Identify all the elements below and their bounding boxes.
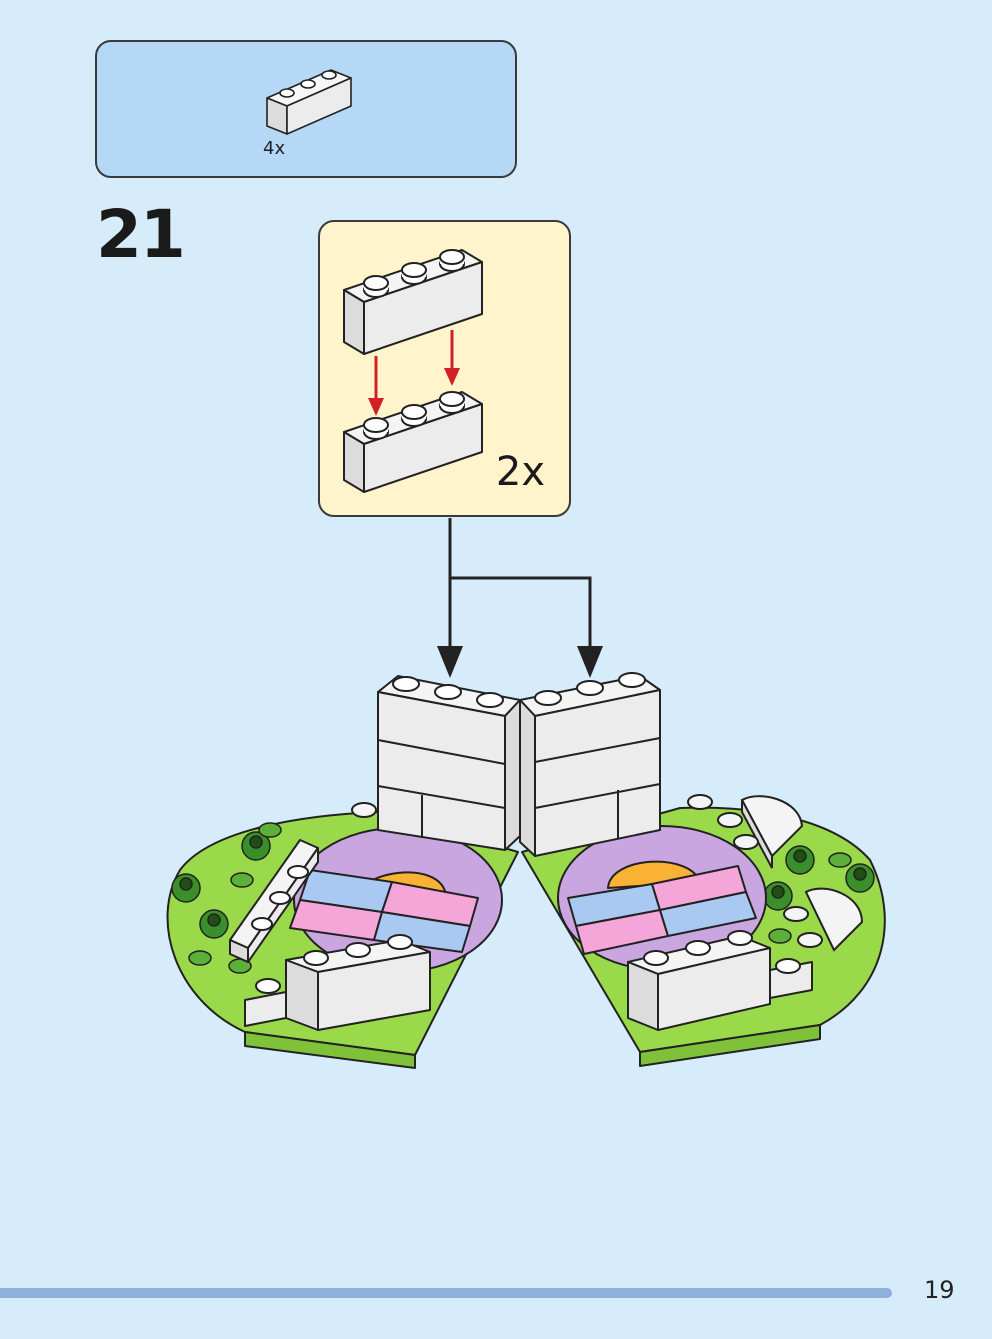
red-arrow-icon <box>368 330 460 416</box>
callout-arrow-icon <box>448 518 592 650</box>
right-brick-stack <box>519 672 661 857</box>
quarter-round-tile <box>351 794 864 952</box>
left-rainbow-tile <box>289 827 503 973</box>
left-brick-stack <box>377 675 521 851</box>
parts-list-panel: 4x <box>95 40 517 178</box>
left-side-brick <box>229 839 319 963</box>
flower-icon <box>171 831 875 939</box>
top-brick-icon <box>343 249 483 355</box>
right-front-brick <box>627 930 813 1031</box>
footer-bar <box>0 1288 892 1298</box>
step-number: 21 <box>96 196 186 273</box>
left-front-brick <box>244 934 431 1031</box>
page-number: 19 <box>924 1276 955 1304</box>
sub-assembly-multiplier: 2x <box>495 449 545 495</box>
sub-assembly-panel: 2x <box>318 220 571 517</box>
sub-assembly-illustration <box>343 249 483 493</box>
bottom-brick-icon <box>343 391 483 493</box>
parts-count: 4x <box>263 138 286 159</box>
right-rainbow-tile <box>557 825 767 971</box>
brick-1x3-icon <box>266 69 352 135</box>
